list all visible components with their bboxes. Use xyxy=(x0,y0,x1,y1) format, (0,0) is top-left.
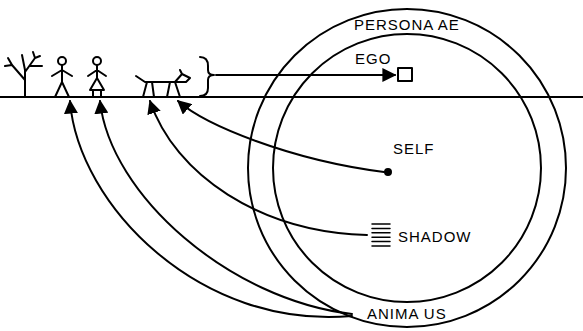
psyche-circle: EGO SELF SHADOW xyxy=(272,33,542,303)
man-figure xyxy=(52,57,72,97)
circle-outline xyxy=(247,8,567,328)
ego-label: EGO xyxy=(355,50,391,67)
ground-line xyxy=(0,96,583,98)
woman-figure xyxy=(88,57,106,97)
tree-figure xyxy=(5,52,42,97)
circle-outline xyxy=(272,33,542,303)
dog-figure xyxy=(136,70,190,97)
ego-square xyxy=(398,68,412,81)
anima-arrow xyxy=(70,101,352,317)
shadow-symbol xyxy=(372,224,390,246)
ring-label: PERSONA AE xyxy=(354,16,460,33)
shadow-label: SHADOW xyxy=(398,228,472,245)
self-dot xyxy=(385,169,391,175)
self-arrow xyxy=(178,101,384,172)
brace xyxy=(200,57,214,96)
anima-arrow xyxy=(100,101,352,314)
ring-label: ANIMA US xyxy=(367,305,447,322)
ego-arrow xyxy=(216,74,395,76)
self-label: SELF xyxy=(393,140,435,157)
shadow-arrow xyxy=(150,101,367,235)
persona-circle: PERSONA AE ANIMA US EGO SELF SHADOW xyxy=(247,8,567,328)
